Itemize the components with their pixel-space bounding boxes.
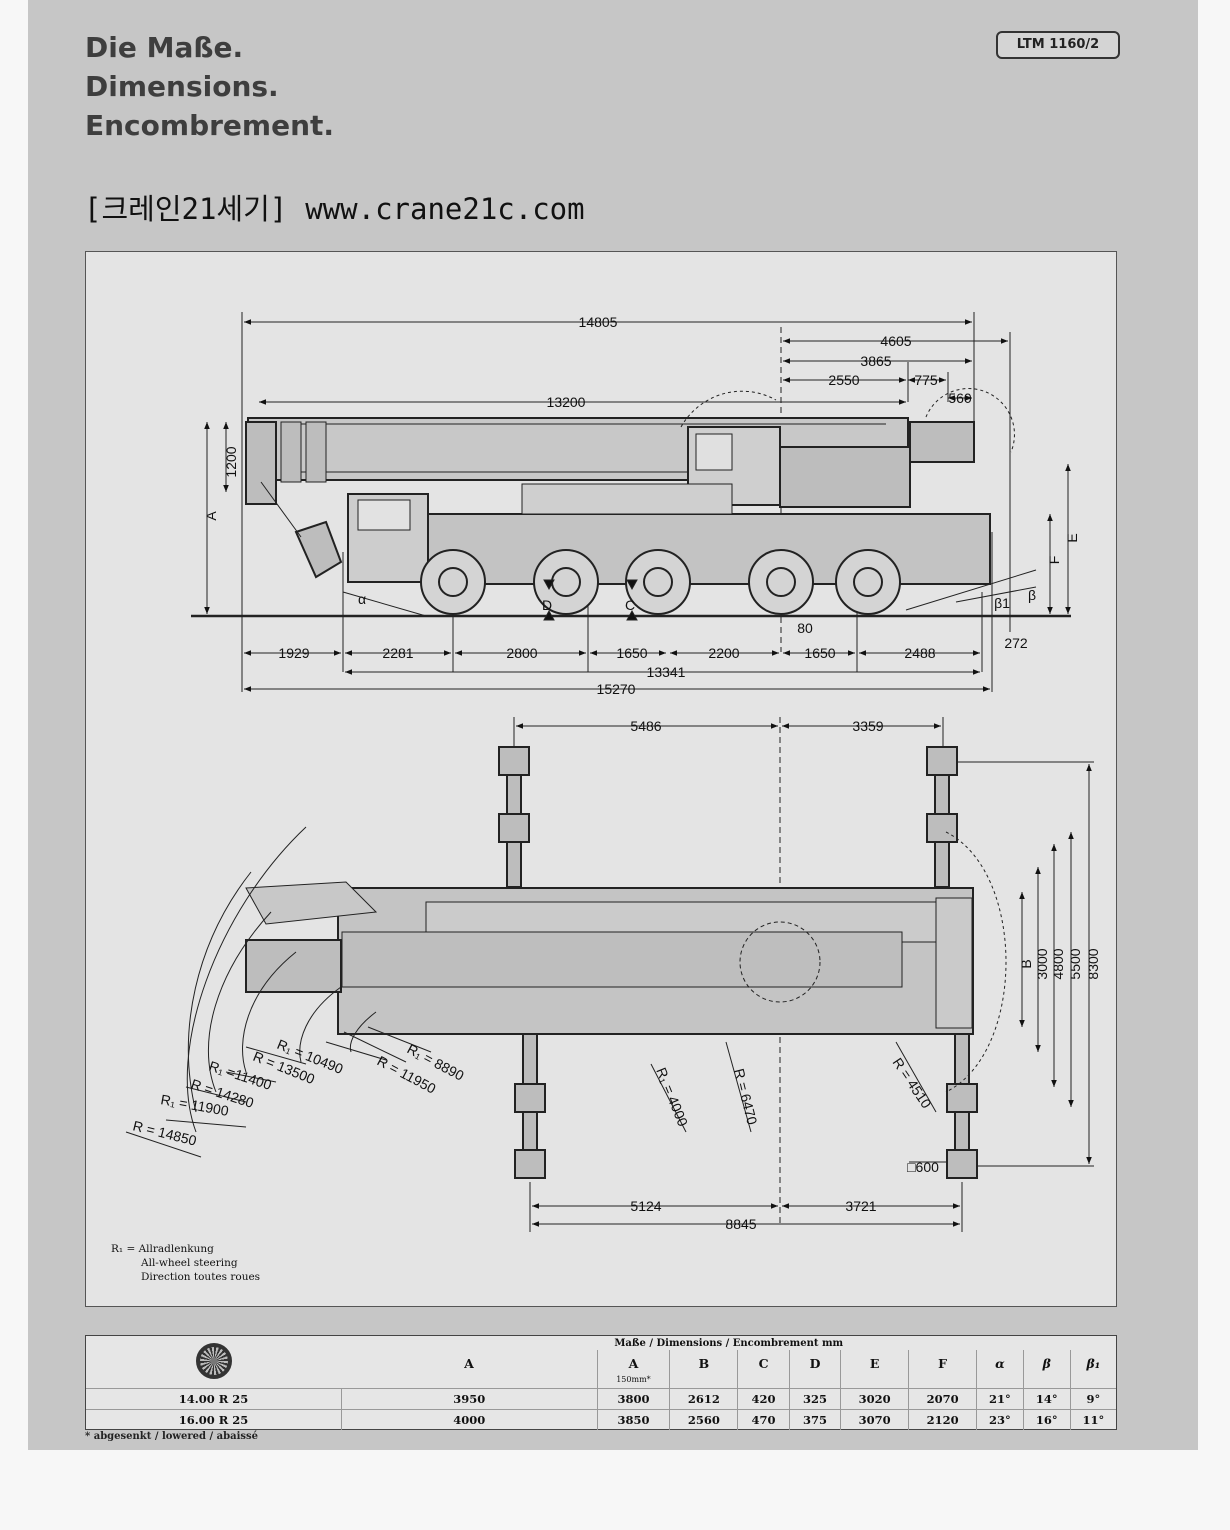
- radius-r-6470: R = 6470: [731, 1067, 760, 1127]
- side-view: [191, 312, 1071, 692]
- dim-5124: 5124: [630, 1198, 661, 1214]
- spec-group-header: Maße / Dimensions / Encombrement mm: [614, 1337, 844, 1349]
- dim-2550: 2550: [828, 372, 859, 388]
- dim-2281: 2281: [382, 645, 413, 661]
- dim-2488: 2488: [904, 645, 935, 661]
- dim-C: C: [625, 597, 635, 613]
- dim-beta1: β1: [994, 595, 1010, 611]
- col-header: B: [669, 1350, 738, 1389]
- table-cell: 21°: [976, 1388, 1024, 1410]
- dim-2200: 2200: [708, 645, 739, 661]
- table-cell: 3020: [840, 1388, 909, 1410]
- table-cell: 14°: [1022, 1388, 1071, 1410]
- dim-13341: 13341: [647, 664, 686, 680]
- col-header: E: [840, 1350, 909, 1389]
- title-fr: Encombrement.: [85, 109, 335, 142]
- dim-3000: 3000: [1034, 948, 1050, 979]
- col-header: β: [1022, 1350, 1071, 1389]
- dim-13200: 13200: [547, 394, 586, 410]
- dim-3359: 3359: [852, 718, 883, 734]
- page-title: Die Maße. Dimensions. Encombrement.: [85, 28, 334, 145]
- brand-line: [크레인21세기] www.crane21c.com: [84, 186, 585, 228]
- dim-F: F: [1046, 556, 1062, 565]
- title-de: Die Maße.: [85, 31, 244, 64]
- table-cell: 23°: [976, 1409, 1024, 1430]
- col-header: A: [464, 1356, 474, 1371]
- table-cell: 375: [788, 1409, 841, 1430]
- title-en: Dimensions.: [85, 70, 279, 103]
- col-header: α: [976, 1350, 1024, 1389]
- table-cell: 9°: [1069, 1388, 1116, 1410]
- top-view: [125, 717, 1094, 1232]
- dim-560: 560: [948, 390, 972, 406]
- table-cell: 2070: [908, 1388, 977, 1410]
- dim-272: 272: [1004, 635, 1028, 651]
- legend-symbol: R₁ = Allradlenkung: [111, 1243, 214, 1255]
- table-cell: 3950: [341, 1388, 597, 1410]
- dimension-drawing: 14805 4605 3865 2550 775 560 13200 1200 …: [85, 251, 1117, 1307]
- table-cell: 16°: [1022, 1409, 1071, 1430]
- tyre-icon: [195, 1342, 232, 1379]
- dim-8845: 8845: [725, 1216, 756, 1232]
- dim-B: B: [1018, 959, 1034, 968]
- side-view-labels: 14805 4605 3865 2550 775 560 13200 1200 …: [203, 314, 1080, 697]
- dim-14805: 14805: [579, 314, 618, 330]
- dim-2800: 2800: [506, 645, 537, 661]
- footnote: * abgesenkt / lowered / abaissé: [85, 1431, 259, 1442]
- dim-775: 775: [914, 372, 938, 388]
- table-cell: 2612: [669, 1388, 738, 1410]
- dim-D: D: [542, 597, 552, 613]
- tyre-cell: [86, 1336, 342, 1389]
- table-cell: 3850: [596, 1409, 670, 1430]
- table-row: 14.00 R 25 3950 3800 2612 420 325 3020 2…: [86, 1388, 1116, 1410]
- table-cell: 3070: [840, 1409, 909, 1430]
- dim-1650a: 1650: [616, 645, 647, 661]
- dim-alpha: α: [358, 591, 366, 607]
- table-cell: 3800: [596, 1388, 670, 1410]
- tyre-size: 16.00 R 25: [86, 1409, 342, 1430]
- legend-en: All-wheel steering: [141, 1257, 238, 1269]
- dim-8300: 8300: [1085, 948, 1101, 979]
- dim-A: A: [203, 511, 219, 521]
- table-cell: 470: [737, 1409, 790, 1430]
- table-cell: 420: [737, 1388, 790, 1410]
- dim-1200: 1200: [223, 446, 239, 477]
- website-text: www.crane21c.com: [305, 192, 585, 226]
- dim-4605: 4605: [880, 333, 911, 349]
- dim-beta: β: [1028, 587, 1036, 603]
- col-header: β₁: [1069, 1350, 1116, 1389]
- col-sub: 150mm*: [616, 1375, 651, 1384]
- col-header: D: [788, 1350, 841, 1389]
- table-cell: 2120: [908, 1409, 977, 1430]
- table-cell: 11°: [1069, 1409, 1116, 1430]
- table-cell: 325: [788, 1388, 841, 1410]
- crane-drawing: 14805 4605 3865 2550 775 560 13200 1200 …: [125, 312, 1101, 1232]
- table-row: 16.00 R 25 4000 3850 2560 470 375 3070 2…: [86, 1409, 1116, 1430]
- dim-1929: 1929: [278, 645, 309, 661]
- dim-15270: 15270: [597, 681, 636, 697]
- col-header: C: [737, 1350, 790, 1389]
- col-header: F: [908, 1350, 977, 1389]
- dim-1650b: 1650: [804, 645, 835, 661]
- tyre-size: 14.00 R 25: [86, 1388, 342, 1410]
- dim-600: □600: [907, 1159, 939, 1175]
- table-cell: 2560: [669, 1409, 738, 1430]
- dim-E: E: [1064, 533, 1080, 542]
- table-cell: 4000: [341, 1409, 597, 1430]
- dim-3865: 3865: [860, 353, 891, 369]
- dim-5500: 5500: [1067, 948, 1083, 979]
- legend: R₁ = Allradlenkung All-wheel steering Di…: [111, 1242, 260, 1284]
- radius-r1-4000: R₁ = 4000: [653, 1065, 691, 1129]
- dim-80: 80: [797, 620, 813, 636]
- radius-r-4510: R = 4510: [890, 1055, 935, 1112]
- dim-5486: 5486: [630, 718, 661, 734]
- dim-4800: 4800: [1050, 948, 1066, 979]
- legend-fr: Direction toutes roues: [141, 1271, 261, 1283]
- dim-3721: 3721: [845, 1198, 876, 1214]
- korean-brand: [크레인21세기]: [84, 192, 288, 226]
- model-badge: LTM 1160/2: [996, 31, 1120, 59]
